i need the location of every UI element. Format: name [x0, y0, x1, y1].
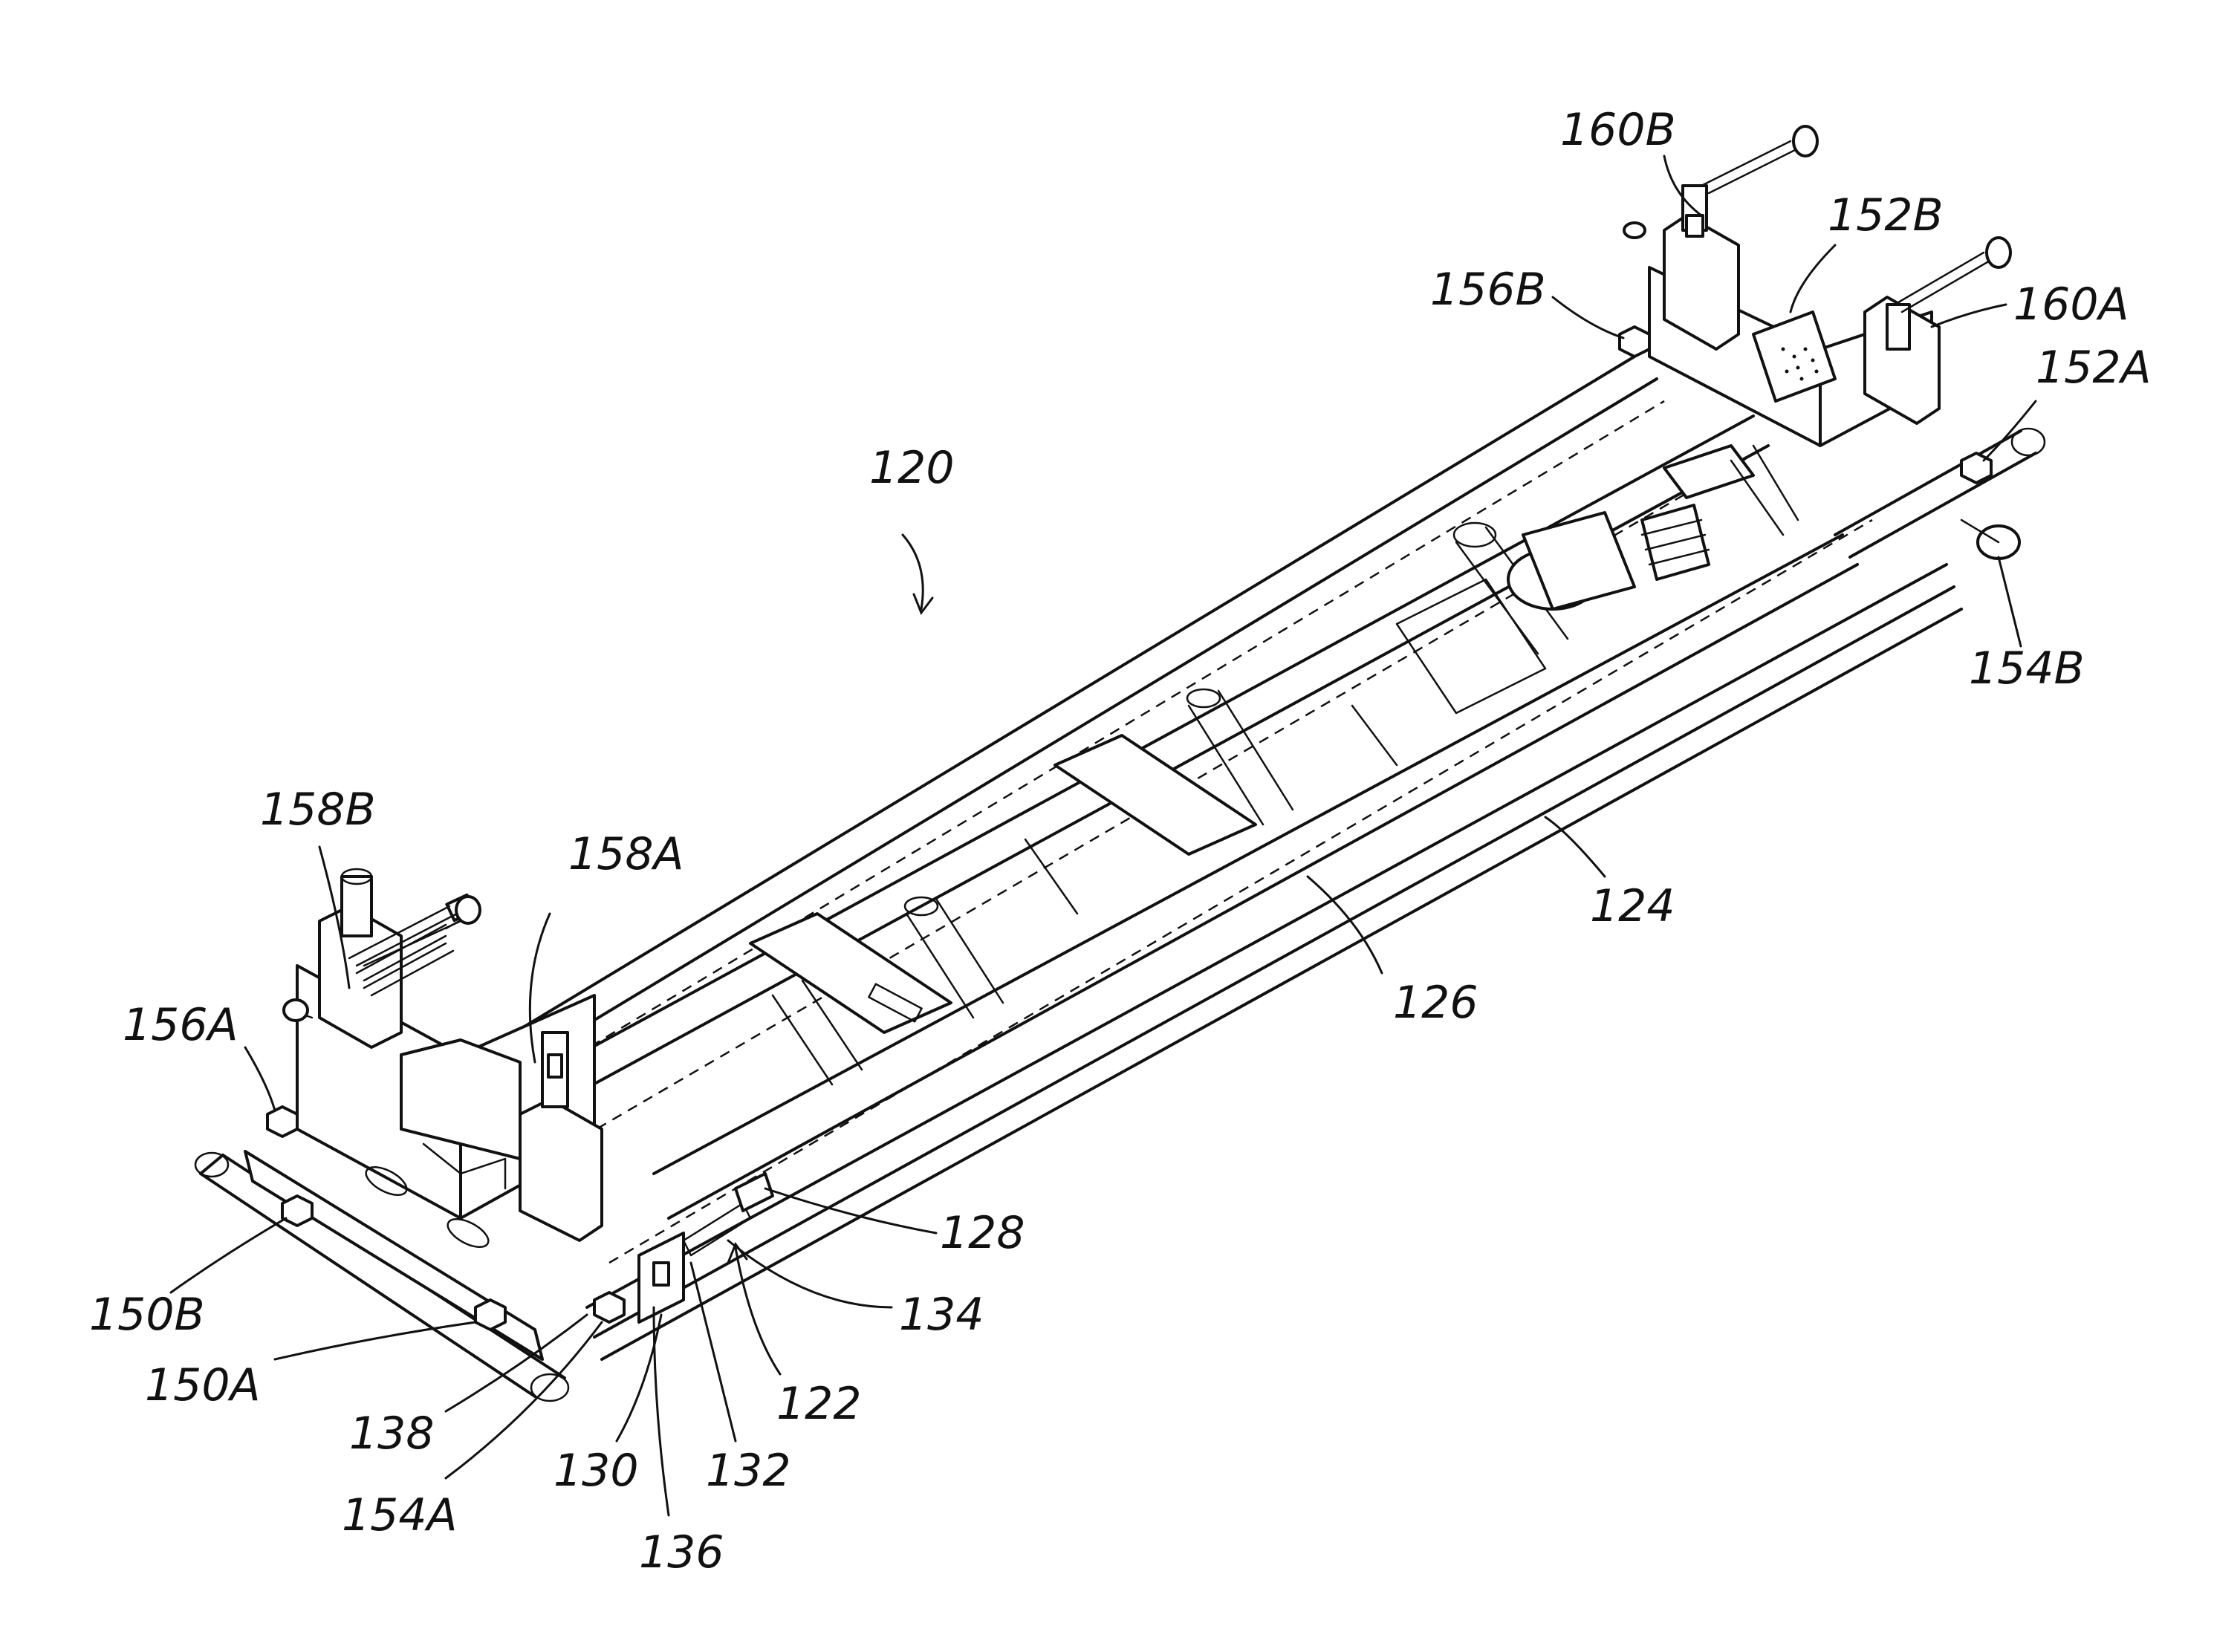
label-154B: 154B [1969, 643, 2085, 695]
label-130: 130 [553, 1445, 639, 1497]
leader-160A [1932, 305, 2006, 327]
label-134: 134 [899, 1289, 984, 1341]
inner-rail-126-bottom [669, 565, 1857, 1218]
leader-152A [1984, 401, 2036, 461]
inner-rail-126-top [654, 535, 1843, 1174]
label-150B: 150B [89, 1289, 205, 1341]
leader-120 [903, 535, 923, 609]
right-end-assembly [1508, 126, 2045, 609]
label-128: 128 [940, 1207, 1025, 1259]
label-152B: 152B [1828, 189, 1944, 241]
label-156A: 156A [123, 999, 238, 1051]
label-156B: 156B [1430, 264, 1546, 316]
label-154A: 154A [342, 1489, 458, 1541]
deck-plate-2 [1055, 735, 1256, 854]
label-122: 122 [776, 1378, 862, 1430]
post-158A [520, 1099, 602, 1240]
left-end-assembly [195, 869, 773, 1401]
leader-156A [245, 1047, 275, 1110]
label-124: 124 [1590, 880, 1675, 932]
label-126: 126 [1393, 977, 1478, 1029]
label-120: 120 [869, 442, 955, 494]
label-160B: 160B [1560, 104, 1676, 156]
post-160A-shaft [1887, 305, 1909, 349]
nut-150B [282, 1196, 312, 1226]
leader-156B [1553, 297, 1623, 338]
bolt-160B [1701, 141, 1798, 193]
deck-plate-1 [750, 914, 951, 1032]
label-132: 132 [706, 1445, 791, 1497]
inner-rail-back-top [565, 416, 1753, 1062]
leader-124 [1545, 817, 1605, 877]
label-152A: 152A [2036, 342, 2152, 394]
label-138: 138 [349, 1408, 435, 1460]
nut-150A [475, 1300, 505, 1330]
reference-labels: 120 160B 152B 156B 160A 152A 154B 158B 1… [89, 104, 2152, 1578]
nut-156B [1620, 327, 1649, 357]
nut-156A [267, 1107, 297, 1136]
leader-152B [1791, 245, 1835, 312]
post-158B-shaft [342, 877, 371, 936]
label-158B: 158B [260, 784, 376, 836]
leader-122 [736, 1248, 780, 1374]
nut-154A [594, 1292, 624, 1322]
slot-2 [444, 1214, 493, 1253]
label-158A: 158A [568, 828, 684, 880]
leader-154B [1999, 557, 2021, 646]
leader-126 [1308, 877, 1382, 973]
label-160A: 160A [2013, 279, 2129, 331]
label-150A: 150A [145, 1359, 261, 1411]
leader-150B [171, 1218, 286, 1292]
label-136: 136 [639, 1526, 724, 1578]
leader-150A [275, 1322, 475, 1359]
